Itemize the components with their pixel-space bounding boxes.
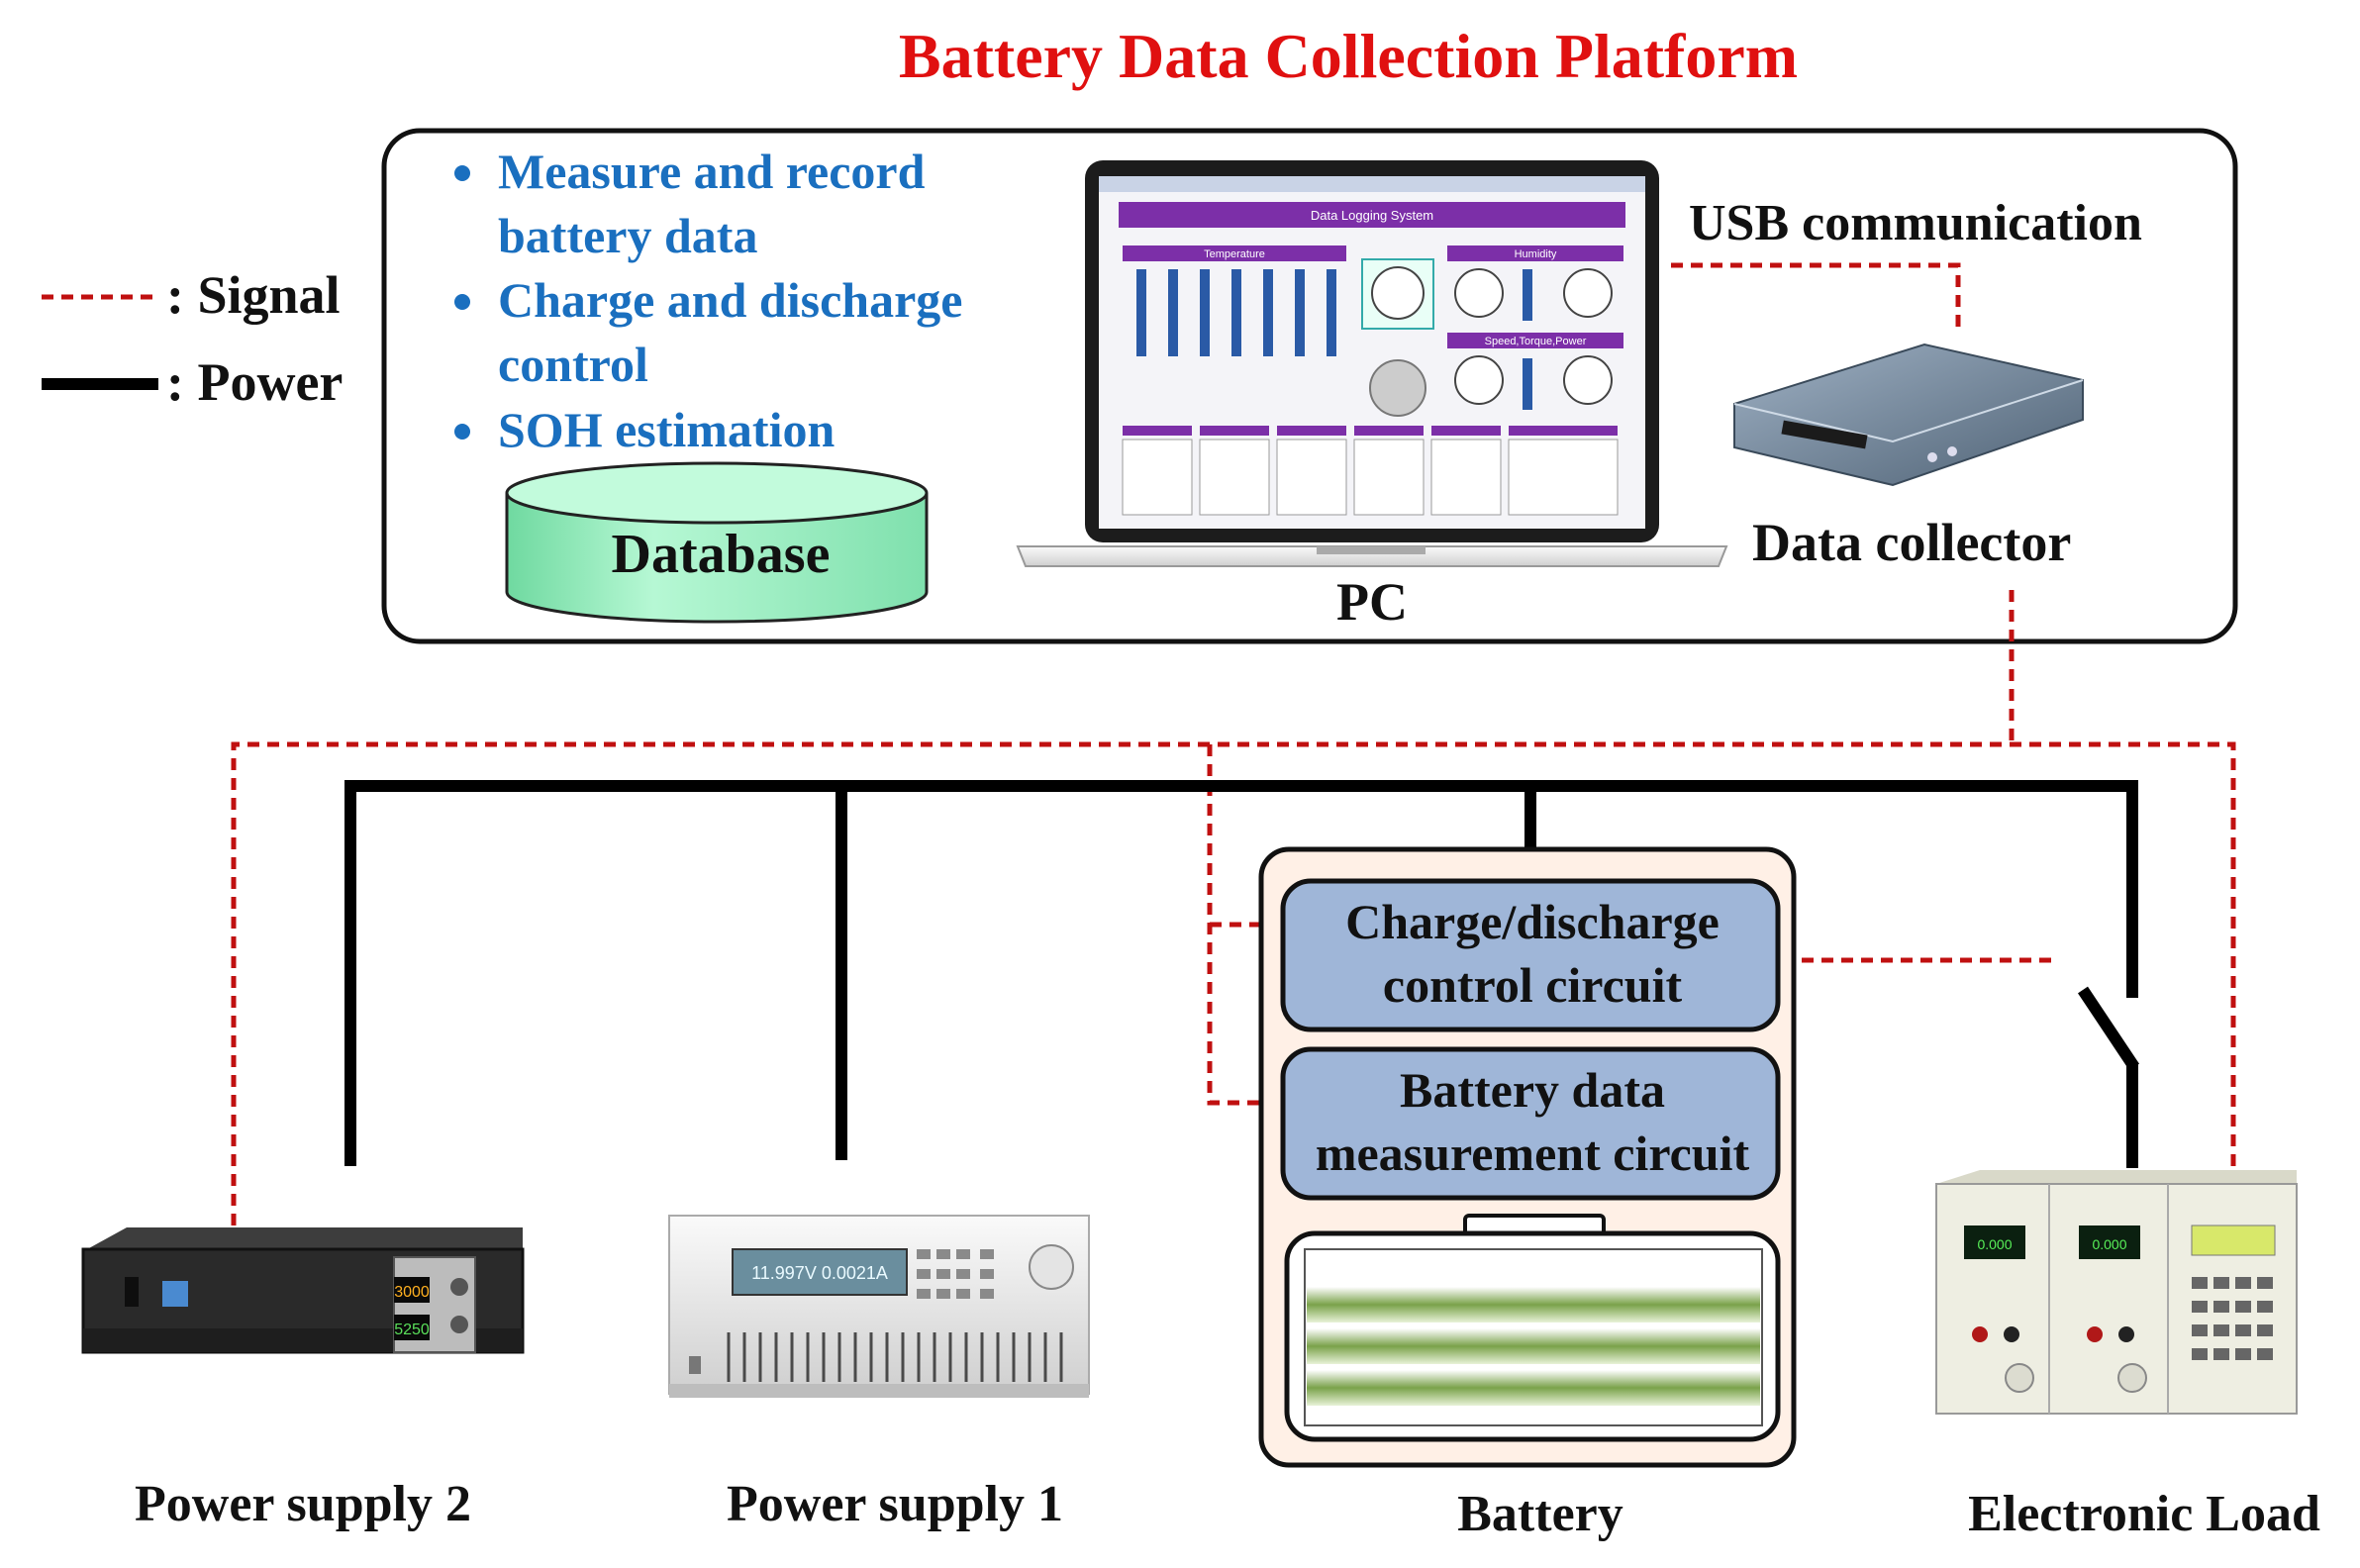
feature-list: Measure and record battery data Charge a… xyxy=(454,144,962,457)
measure-circuit-label-line1: Battery data xyxy=(1400,1062,1665,1118)
diagram-title: Battery Data Collection Platform xyxy=(899,21,1798,91)
power-supply-2-icon: 3000 5250 xyxy=(81,1227,525,1354)
feature-item: control xyxy=(498,337,648,392)
load-switch-icon xyxy=(2078,986,2139,1071)
battery-pack-icon xyxy=(1284,1214,1781,1442)
feature-item: Charge and discharge xyxy=(498,272,962,328)
feature-item: battery data xyxy=(498,208,757,263)
screen-panel-temperature: Temperature xyxy=(1204,248,1265,260)
ps2-display-bottom: 5250 xyxy=(394,1322,430,1338)
measure-circuit-label-line2: measurement circuit xyxy=(1316,1126,1750,1181)
data-collector-label: Data collector xyxy=(1752,513,2071,572)
feature-item: Measure and record xyxy=(498,144,926,199)
bullet-icon xyxy=(454,294,470,310)
charge-discharge-circuit-box xyxy=(1280,878,1781,1032)
charge-circuit-label-line2: control circuit xyxy=(1383,957,1683,1013)
power-legend-label: : Power xyxy=(166,352,343,412)
power-supply-2-label: Power supply 2 xyxy=(135,1476,471,1532)
electronic-load-icon: 0.000 0.000 xyxy=(1935,1170,2298,1415)
load-display-2: 0.000 xyxy=(2092,1236,2126,1252)
power-supply-1-label: Power supply 1 xyxy=(727,1476,1063,1532)
charge-circuit-label-line1: Charge/discharge xyxy=(1345,894,1720,949)
bullet-icon xyxy=(454,424,470,440)
usb-communication-label: USB communication xyxy=(1689,195,2142,251)
screen-panel-humidity: Humidity xyxy=(1515,248,1557,260)
signal-legend-label: : Signal xyxy=(166,265,341,325)
electronic-load-label: Electronic Load xyxy=(1968,1486,2320,1542)
signal-lines xyxy=(231,262,2236,1225)
database-icon: Database xyxy=(505,461,929,624)
legend: : Signal : Power xyxy=(42,265,343,412)
data-collector-icon xyxy=(1733,343,2084,487)
power-supply-1-icon: 11.997V 0.0021A xyxy=(668,1215,1090,1398)
ps1-display: 11.997V 0.0021A xyxy=(751,1263,888,1283)
bullet-icon xyxy=(454,165,470,181)
load-display-1: 0.000 xyxy=(1977,1236,2012,1252)
pc-label: PC xyxy=(1336,572,1408,632)
feature-item: SOH estimation xyxy=(498,402,835,457)
battery-label: Battery xyxy=(1457,1486,1622,1542)
ps2-display-top: 3000 xyxy=(394,1284,430,1301)
measurement-circuit-box xyxy=(1280,1046,1781,1201)
screen-panel-speed: Speed,Torque,Power xyxy=(1485,336,1587,347)
laptop-pc-icon: Data Logging System Temperature Humidity… xyxy=(1016,160,1728,567)
database-label: Database xyxy=(612,524,831,585)
power-lines xyxy=(344,780,2138,1168)
screen-system-title: Data Logging System xyxy=(1311,208,1433,223)
